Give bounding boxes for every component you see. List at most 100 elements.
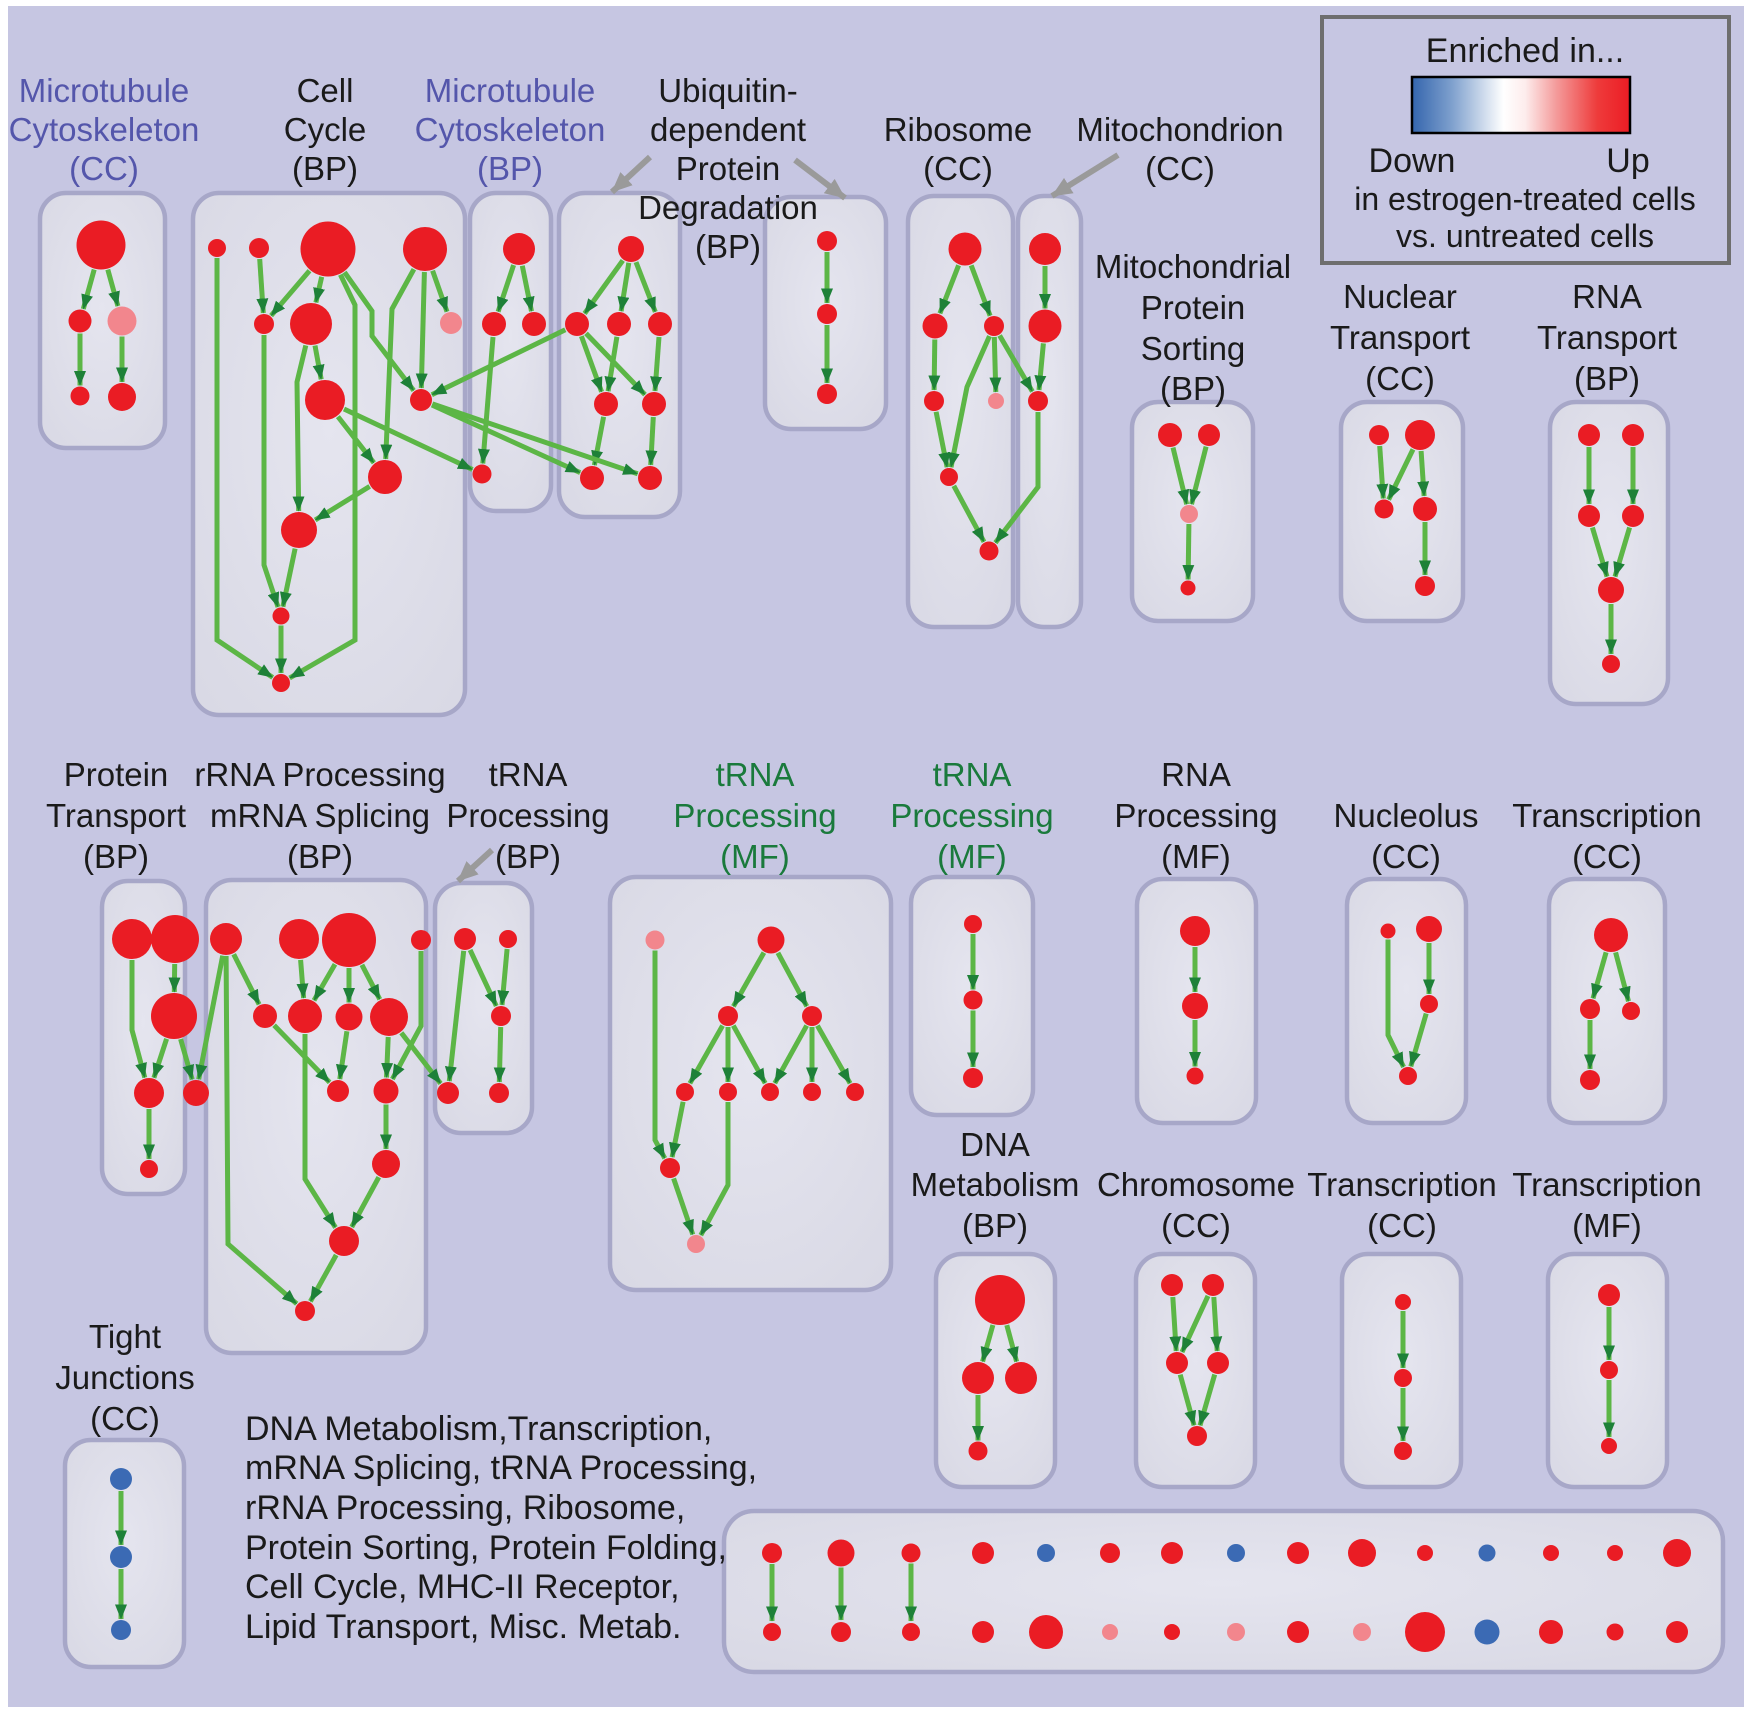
legend-subtitle-line: vs. untreated cells bbox=[1396, 218, 1654, 254]
cluster-edges-chromosome-cc bbox=[1169, 1294, 1223, 1427]
cluster-label-line: Transport bbox=[1537, 319, 1677, 356]
cluster-label-line: Cytoskeleton bbox=[9, 111, 200, 148]
edge bbox=[311, 962, 338, 1002]
cluster-label-line: Junctions bbox=[55, 1359, 194, 1396]
cluster-label-line: (BP) bbox=[287, 838, 353, 875]
edge bbox=[1170, 447, 1190, 505]
go-term-node bbox=[110, 1468, 132, 1490]
go-term-node bbox=[411, 930, 431, 950]
edge bbox=[312, 345, 325, 380]
go-term-node bbox=[1166, 1352, 1188, 1374]
edge bbox=[1385, 939, 1406, 1069]
legend-title: Enriched in... bbox=[1426, 32, 1624, 70]
cluster-edges-nucleolus-cc bbox=[1385, 939, 1436, 1069]
go-term-node bbox=[1180, 580, 1196, 596]
go-term-node bbox=[1622, 424, 1644, 446]
cluster-label-line: (CC) bbox=[1367, 1207, 1437, 1244]
edge bbox=[359, 963, 383, 1001]
go-term-node bbox=[984, 316, 1004, 336]
edge bbox=[1182, 523, 1195, 580]
edge bbox=[997, 334, 1035, 393]
go-term-node bbox=[288, 999, 322, 1033]
go-term-node bbox=[972, 1621, 994, 1643]
go-term-node bbox=[1005, 1362, 1037, 1394]
edge bbox=[1612, 526, 1632, 578]
go-term-node bbox=[1102, 1624, 1118, 1640]
go-term-node bbox=[70, 386, 90, 406]
edge bbox=[302, 1034, 338, 1229]
go-term-node bbox=[410, 389, 432, 411]
cluster-label-line: (BP) bbox=[1574, 360, 1640, 397]
cluster-nodes-rrna-processing-mrna-splicing-bp bbox=[210, 913, 431, 1321]
cluster-label-line: Mitochondrial bbox=[1095, 248, 1291, 285]
cluster-label-line: Chromosome bbox=[1097, 1166, 1295, 1203]
cluster-label-line: Tight bbox=[89, 1318, 161, 1355]
go-term-node bbox=[676, 1083, 694, 1101]
cluster-nodes-tight-junctions-cc bbox=[110, 1468, 132, 1640]
cluster-box-miscellaneous-terms bbox=[721, 1508, 1726, 1675]
ubiquitin-right-pointer bbox=[793, 157, 847, 201]
misc-terms-text-line: Protein Sorting, Protein Folding, bbox=[245, 1529, 727, 1567]
edge bbox=[415, 271, 428, 389]
go-term-node bbox=[1415, 576, 1435, 596]
cluster-box-rrna-processing-mrna-splicing-bp bbox=[203, 877, 429, 1356]
cluster-label-line: Sorting bbox=[1141, 330, 1246, 367]
misc-terms-text-block: DNA Metabolism,Transcription,mRNA Splici… bbox=[245, 1410, 757, 1646]
cluster-label-ubiquitin-degradation-bp-1: Ubiquitin-dependentProteinDegradation(BP… bbox=[638, 72, 818, 265]
cluster-nodes-dna-metabolism-bp bbox=[962, 1275, 1037, 1461]
edge bbox=[687, 1024, 725, 1085]
cluster-edges-microtubule-cytoskeleton-cc bbox=[74, 268, 129, 386]
cluster-label-line: Protein bbox=[676, 150, 781, 187]
go-term-node bbox=[762, 1543, 782, 1563]
go-term-node bbox=[1399, 1067, 1417, 1085]
labels-layer: MicrotubuleCytoskeleton(CC)CellCycle(BP)… bbox=[9, 72, 1702, 1437]
edge bbox=[342, 406, 474, 472]
go-term-node bbox=[140, 1160, 158, 1178]
go-term-node bbox=[111, 1620, 131, 1640]
edge bbox=[381, 1036, 394, 1078]
cluster-label-line: Cytoskeleton bbox=[415, 111, 606, 148]
cluster-box-transcription-cc-1 bbox=[1546, 876, 1668, 1126]
go-term-node bbox=[1474, 1619, 1500, 1645]
cluster-nodes-protein-transport-bp bbox=[112, 915, 209, 1178]
go-term-node bbox=[719, 1083, 737, 1101]
edge bbox=[815, 1024, 853, 1085]
go-term-node bbox=[1353, 1623, 1371, 1641]
cluster-label-nucleolus-cc: Nucleolus(CC) bbox=[1334, 797, 1479, 875]
cluster-label-line: (MF) bbox=[720, 838, 790, 875]
go-term-node bbox=[963, 990, 983, 1010]
go-term-node bbox=[968, 1441, 988, 1461]
go-term-node bbox=[975, 1275, 1025, 1325]
go-term-node bbox=[1158, 423, 1182, 447]
go-term-node bbox=[1100, 1543, 1120, 1563]
go-term-node bbox=[208, 239, 226, 257]
go-term-node bbox=[329, 1226, 359, 1256]
go-term-node bbox=[112, 919, 152, 959]
cluster-label-line: (BP) bbox=[495, 838, 561, 875]
edge bbox=[731, 951, 767, 1008]
cluster-nodes-nucleolus-cc bbox=[1380, 916, 1442, 1085]
go-term-node bbox=[1186, 1067, 1204, 1085]
go-term-node bbox=[522, 312, 546, 336]
go-term-node bbox=[1180, 916, 1210, 946]
go-term-node bbox=[370, 998, 408, 1036]
go-term-node bbox=[472, 464, 492, 484]
go-term-node bbox=[1037, 1544, 1055, 1562]
cluster-nodes-cell-cycle-bp bbox=[208, 221, 462, 692]
cluster-nodes-transcription-mf bbox=[1598, 1284, 1620, 1454]
cluster-nodes-trna-processing-bp bbox=[437, 928, 517, 1104]
go-term-node bbox=[687, 1235, 705, 1253]
cluster-nodes-mitochondrial-protein-sorting-bp bbox=[1158, 423, 1220, 596]
edge bbox=[399, 1031, 443, 1086]
go-term-node bbox=[335, 1003, 363, 1031]
cluster-edges-microtubule-cytoskeleton-bp bbox=[477, 264, 535, 464]
go-term-node bbox=[482, 312, 506, 336]
legend-box bbox=[1320, 15, 1731, 265]
go-term-node bbox=[1600, 1361, 1618, 1379]
cluster-nodes-microtubule-cytoskeleton-cc bbox=[68, 220, 137, 411]
edge bbox=[467, 948, 499, 1008]
go-term-node bbox=[648, 312, 672, 336]
go-term-node bbox=[901, 1543, 921, 1563]
